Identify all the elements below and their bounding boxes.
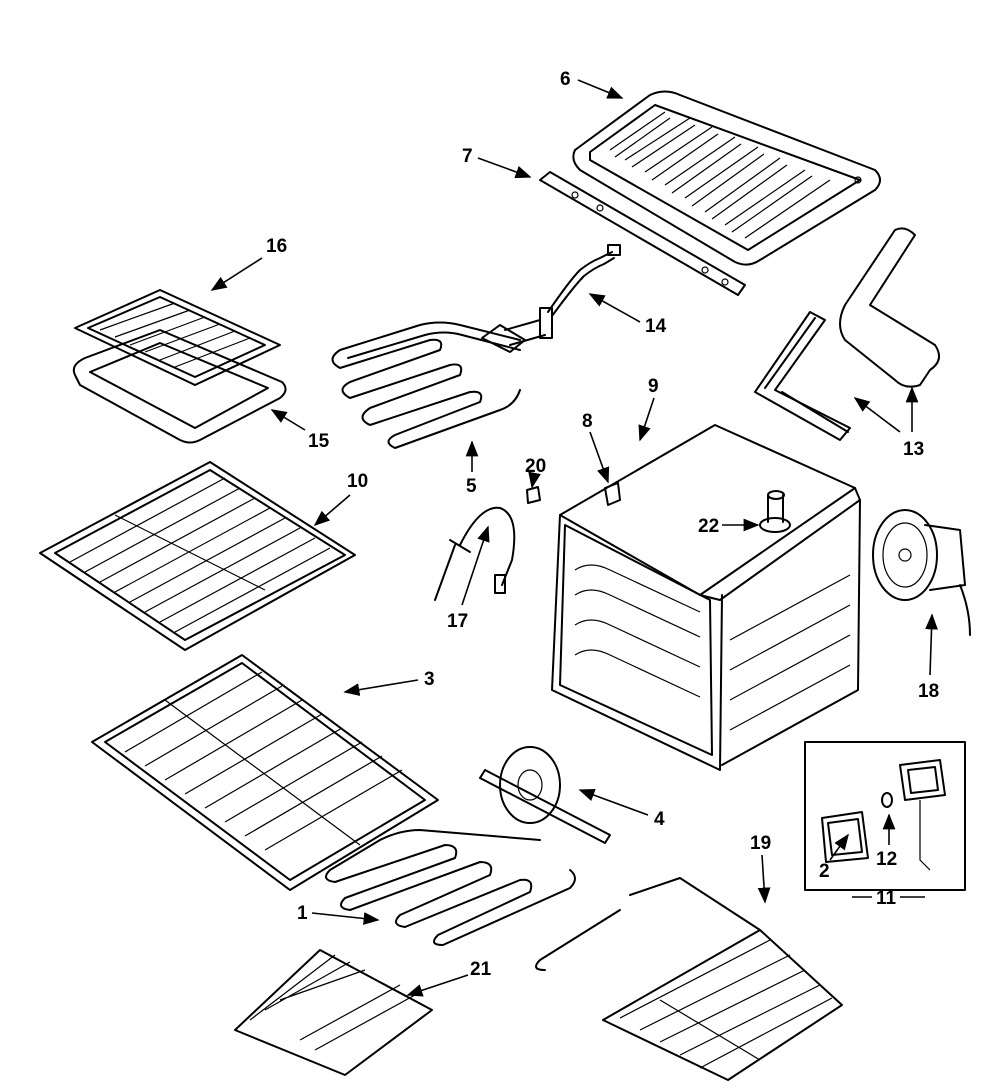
part-20-clip xyxy=(526,486,541,504)
callout-4: 4 xyxy=(654,809,665,830)
callout-14: 14 xyxy=(645,316,667,337)
callout-7: 7 xyxy=(462,146,473,167)
part-18-convection-fan-motor xyxy=(872,509,971,636)
part-9-oven-cavity xyxy=(551,424,861,771)
callout-21: 21 xyxy=(470,959,492,980)
callout-6: 6 xyxy=(560,69,571,90)
part-1-bake-element xyxy=(325,769,611,946)
part-14-wire-harness xyxy=(539,244,621,339)
callouts: 6 7 16 14 9 8 13 15 5 20 10 22 17 18 3 4… xyxy=(210,69,939,997)
callout-17: 17 xyxy=(447,611,468,632)
part-6-broil-element-cover xyxy=(572,90,881,266)
part-16-broil-pan-insert xyxy=(74,289,281,386)
part-5-broil-element xyxy=(331,319,546,449)
part-15-broil-pan xyxy=(72,329,287,444)
callout-19: 19 xyxy=(750,833,771,854)
part-21-half-rack xyxy=(234,949,433,1076)
part-19-bake-element-cover xyxy=(535,877,843,1081)
part-3-oven-rack xyxy=(91,654,439,891)
part-10-oven-rack xyxy=(39,461,356,651)
callout-3: 3 xyxy=(424,669,435,690)
callout-20: 20 xyxy=(525,456,546,477)
callout-2: 2 xyxy=(819,861,830,882)
callout-9: 9 xyxy=(648,376,659,397)
callout-18: 18 xyxy=(918,681,939,702)
callout-13: 13 xyxy=(903,439,924,460)
callout-8: 8 xyxy=(582,411,593,432)
callout-16: 16 xyxy=(266,236,287,257)
part-17-temperature-sensor xyxy=(434,506,516,601)
part-4-fan-blade xyxy=(499,746,561,824)
part-11-inset-light-assembly xyxy=(804,741,966,891)
callout-11: 11 xyxy=(876,888,897,909)
callout-1: 1 xyxy=(297,903,308,924)
callout-12: 12 xyxy=(876,849,897,870)
part-22-convection-fan-shroud xyxy=(759,490,791,533)
part-13-insulation xyxy=(754,227,940,441)
callout-15: 15 xyxy=(308,431,330,452)
callout-10: 10 xyxy=(347,471,368,492)
callout-22: 22 xyxy=(698,516,719,537)
part-8-sensor xyxy=(604,482,621,506)
callout-5: 5 xyxy=(466,476,477,497)
part-7-bracket xyxy=(539,171,746,296)
